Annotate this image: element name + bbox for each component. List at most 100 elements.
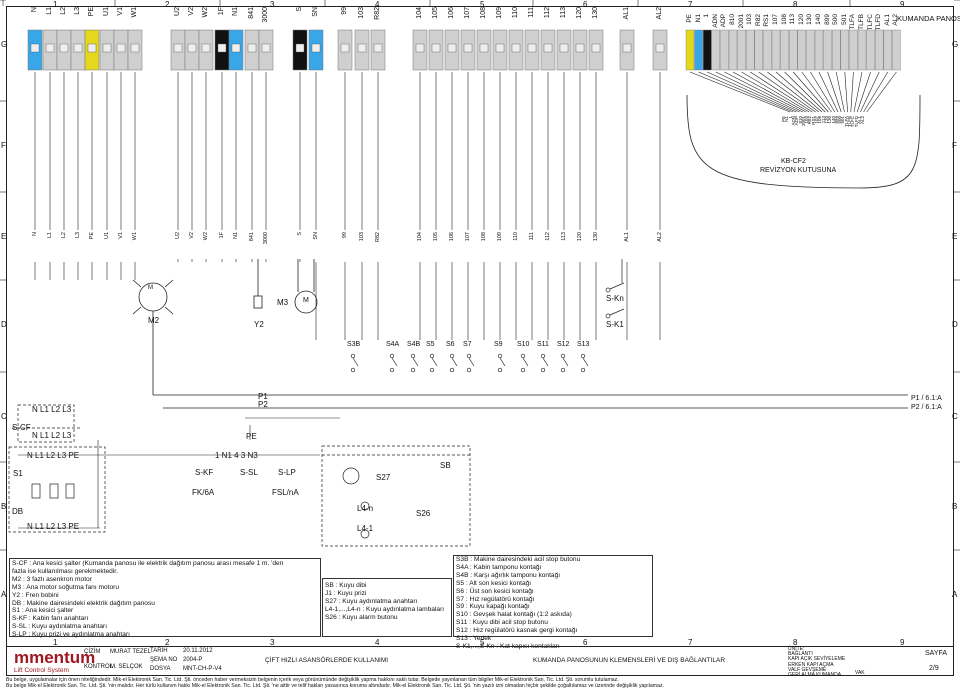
vak-label: VAK: [855, 670, 865, 676]
pe-label: PE: [246, 432, 257, 441]
safety-switch: [497, 353, 506, 373]
legend-line: S-CF : Ana kesici şalter (Kumanda panosu…: [12, 560, 284, 567]
legend-line: S26 : Kuyu alarm butonu: [325, 613, 398, 621]
scf-bottom-row: N L1 L2 L3: [32, 431, 72, 440]
legend-line: S1 : Ana kesici şalter: [12, 607, 74, 615]
terminal-block: [737, 29, 746, 71]
db-label: DB: [12, 507, 24, 516]
kontrol-name: M. SELÇOK: [110, 664, 143, 670]
kumanda-panosu-label: KUMANDA PANOSU: [897, 14, 960, 23]
safety-switch: [449, 353, 458, 373]
fsl-label: FSL/nA: [272, 488, 299, 497]
row-letter: C: [1, 412, 7, 421]
kontrol-label: KONTROL: [84, 664, 114, 670]
legend-right: S3B : Makine dairesindeki acil stop buto…: [456, 556, 580, 651]
column-number: 8: [793, 0, 798, 9]
switch-label: S6: [446, 341, 455, 348]
title-note-line: ÜNİTE:: [788, 646, 805, 652]
sk1-label: S-K1: [606, 320, 624, 329]
row-letter: A: [1, 590, 7, 599]
scf-label: S-CF: [12, 423, 31, 432]
terminal-block: [754, 29, 763, 71]
terminal-block: [823, 29, 832, 71]
safety-switch: [350, 353, 359, 373]
m3-inner-label: M: [303, 297, 309, 304]
terminal-block: [412, 29, 428, 71]
legend-line: S12 : Hız regülatörü kasnak gergi kontağ…: [456, 627, 578, 635]
terminal-block: [556, 29, 572, 71]
motor-m3-symbol: [294, 259, 318, 314]
revision-box: [686, 94, 921, 189]
terminal-block: [170, 29, 186, 71]
legend-line: SB : Kuyu dibi: [325, 582, 367, 589]
skf-label: S-KF: [195, 468, 214, 477]
column-number: 2: [165, 638, 170, 647]
terminal-block: [832, 29, 841, 71]
switch-label: S9: [494, 341, 503, 348]
column-number: 9: [900, 0, 905, 9]
db-top-row: N L1 L2 L3 PE: [27, 451, 80, 460]
legend-line: S4B : Karşı ağırlık tamponu kontağı: [456, 571, 561, 579]
legend-line: S4A : Kabin tamponu kontağı: [456, 563, 542, 571]
terminal-block: [476, 29, 492, 71]
legend-left-box: [9, 558, 321, 637]
db-bottom-row: N L1 L2 L3 PE: [27, 522, 80, 531]
title-note-line: ERKEN KAPI AÇMA: [788, 661, 834, 668]
row-letter: D: [952, 320, 958, 329]
title-block: [6, 646, 954, 676]
sayfa-value: 2/9: [929, 665, 939, 672]
revision-box-subtitle: REVİZYON KUTUSUNA: [760, 167, 837, 174]
tarih-value: 20.11.2012: [183, 648, 213, 654]
column-number: 4: [375, 0, 380, 9]
terminal-block: [789, 29, 798, 71]
column-number: 5: [480, 638, 485, 647]
terminal-block: [875, 29, 884, 71]
terminal-block: [428, 29, 444, 71]
sb-label: SB: [440, 461, 451, 470]
terminal-block: [711, 29, 720, 71]
p2-label: P2: [258, 400, 268, 409]
terminal-block: [763, 29, 772, 71]
terminal-block: [370, 29, 386, 71]
row-letter: E: [1, 232, 7, 241]
m3-label: M3: [277, 298, 289, 307]
legend-right-box: [453, 555, 653, 637]
l4n-label: L4-n: [357, 504, 374, 513]
terminal-block: [42, 29, 58, 71]
terminal-block: [892, 29, 901, 71]
terminal-block: [214, 29, 230, 71]
column-number: 1: [53, 638, 58, 647]
column-number: 3: [270, 638, 275, 647]
terminal-block: [720, 29, 729, 71]
terminal-block: [292, 29, 308, 71]
switch-label: S10: [517, 341, 530, 348]
legend-line: S13 : Yedek: [456, 635, 492, 643]
company-logo-subtitle: Lift Control System: [14, 667, 69, 674]
title-note-line: GERİ ALMA KUMANDA: [788, 672, 842, 679]
row-letter: B: [1, 502, 7, 511]
legend-line: M2 : 3 fazlı asenkron motor: [12, 575, 92, 583]
s26-label: S26: [416, 509, 431, 518]
terminal-block: [354, 29, 370, 71]
column-number: 4: [375, 638, 380, 647]
column-number: 1: [53, 0, 58, 9]
n1-row: 1 N1 4 3 N3: [215, 451, 258, 460]
terminal-block: [572, 29, 588, 71]
skn-label: S-Kn: [606, 294, 624, 303]
legend-line: DB : Makine dairesindeki elektrik dağıtı…: [12, 599, 155, 607]
legend-line: S10 : Gevşek halat kontağı (1:2 askıda): [456, 611, 572, 619]
terminal-block: [703, 29, 712, 71]
column-number: 8: [793, 638, 798, 647]
y2-label: Y2: [254, 320, 264, 329]
switch-label: S5: [426, 341, 435, 348]
legend-line: S3B : Makine dairesindeki acil stop buto…: [456, 556, 581, 563]
terminal-block: [694, 29, 703, 71]
slp-label: S-LP: [278, 468, 296, 477]
legend-line: S7 : Hız regülatörü kontağı: [456, 595, 535, 603]
row-letter: F: [952, 141, 957, 150]
terminal-block: [70, 29, 86, 71]
fk6a-label: FK/6A: [192, 488, 215, 497]
brake-y2-symbol: [253, 259, 263, 309]
safety-switch: [389, 353, 398, 373]
column-number: 9: [900, 638, 905, 647]
